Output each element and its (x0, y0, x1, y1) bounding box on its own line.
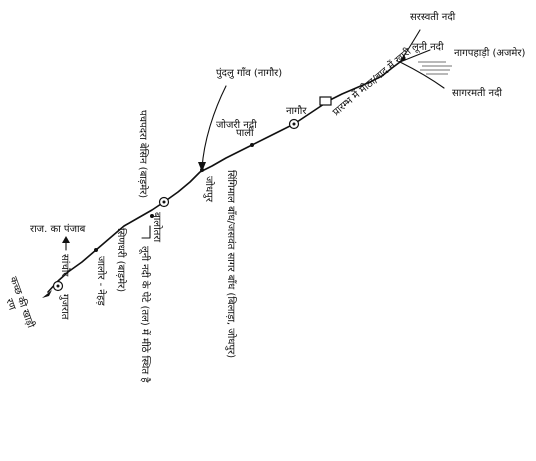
pundlu-label: पुंदलु गाँव (नागौर) (216, 67, 282, 79)
salt-note-label: प्रारम्भ में मीठा/बाद में खारी (330, 46, 413, 119)
gujarat-label: गुजरात (59, 294, 70, 320)
nagaur-label: नागौर (286, 105, 307, 117)
luni-note-label: लूनी नदी के पेटे (तल) में मीठे स्थित है (139, 246, 151, 383)
dam-rectangle-icon (319, 96, 332, 106)
luni-source-label: लूनी नदी (412, 41, 444, 53)
balotra-node-center (162, 200, 166, 204)
pachpadra-label: पचपदरा बेसिन (बाड़मेर) (137, 110, 149, 198)
nagpahadi-label: नागपहाड़ी (अजमेर) (454, 47, 526, 59)
rann2-label: रण (3, 297, 17, 312)
river-mouth-arrow-icon (42, 290, 52, 298)
nagpahadi-hatching (418, 61, 452, 75)
sanchore-label: सांचौर (59, 254, 71, 277)
sagarmati-branch (399, 61, 445, 89)
luni-river-course (47, 61, 401, 293)
jaswantsagar-label: सिंगिमाल बाँध/जसवंत सागर बाँध (बिलाड़ा, … (225, 170, 237, 358)
luni-note-arrow-line (141, 225, 151, 239)
pali-label: पाली (236, 127, 254, 139)
jojri-tributary (201, 85, 227, 169)
nagaur-node-center (292, 122, 296, 126)
sagarmati-label: सागरमती नदी (452, 87, 502, 99)
jalore-label: जालोर - नेहड़ (95, 256, 107, 306)
jodhpur-dot-icon (200, 168, 204, 172)
gujarat-node-center (56, 284, 60, 288)
pali-dot-icon (250, 143, 254, 147)
sindhi-dot-icon (150, 214, 154, 218)
sanchore-arrow-icon (62, 236, 70, 243)
jojri-label: जोजरी नदी (216, 119, 257, 131)
raj-punjab-label: राज. का पंजाब (30, 223, 86, 235)
sindhi-label: सिणधरी (बाड़मेर) (115, 228, 127, 292)
luni-source-branch (399, 49, 431, 63)
jodhpur-label: जोधपुर (203, 176, 215, 203)
saraswati-label: सरस्वती नदी (410, 11, 456, 23)
balotra-label: बालोतरा (151, 212, 163, 242)
jojri-arrow-icon (198, 162, 206, 172)
jalore-dot-icon (94, 248, 98, 252)
